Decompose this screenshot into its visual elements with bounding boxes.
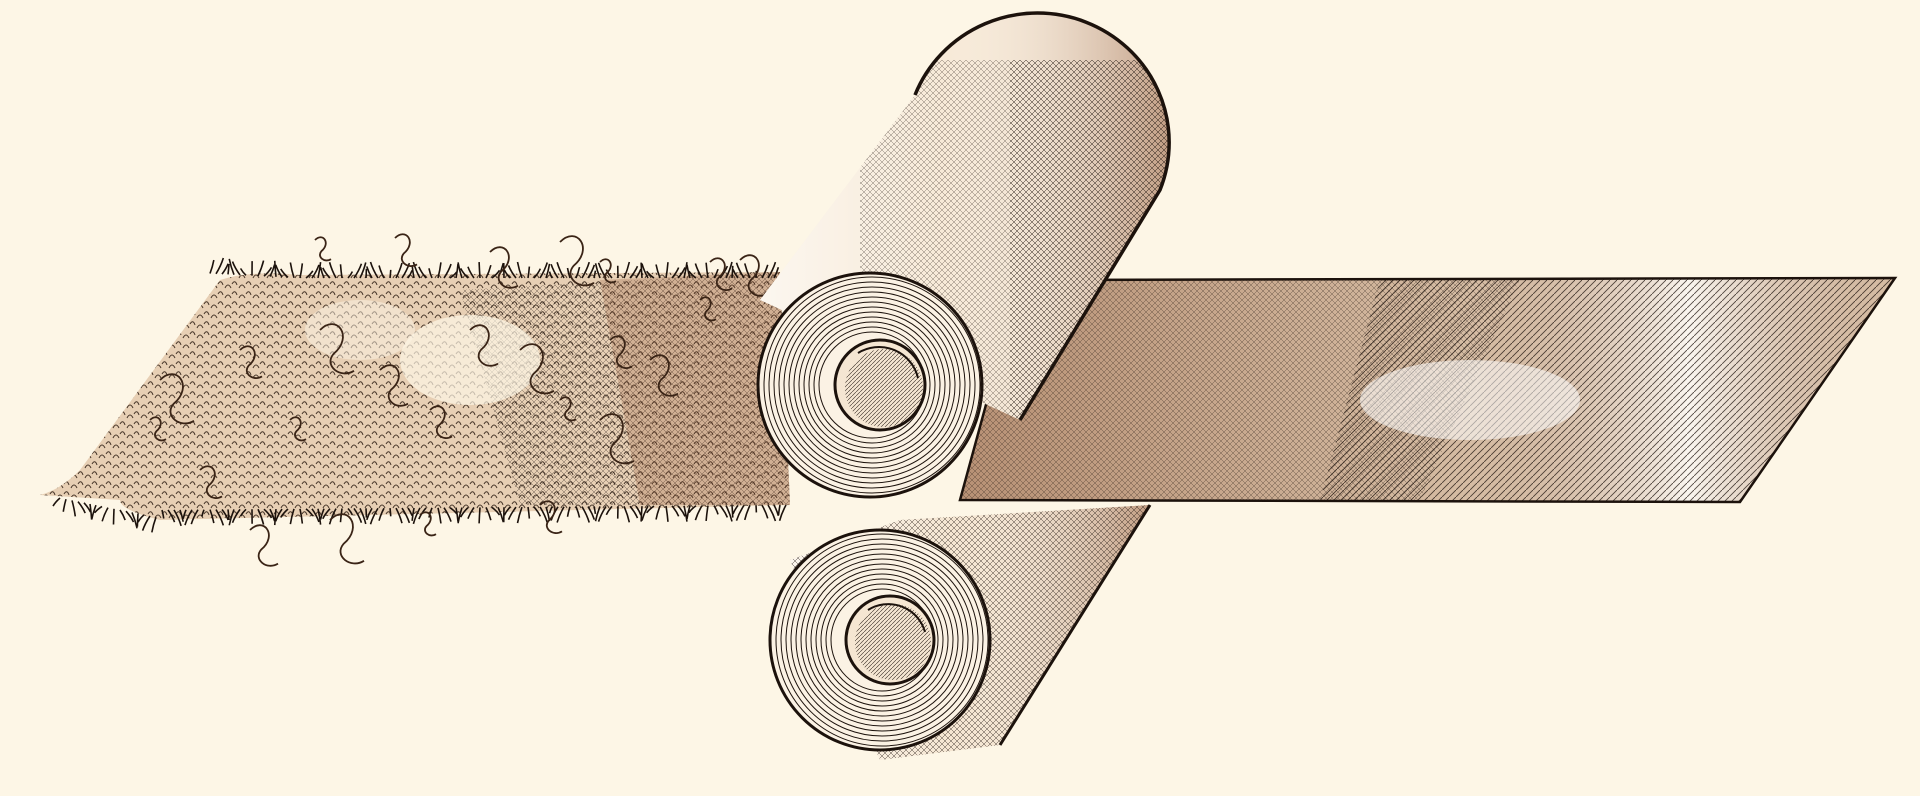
stray-fiber	[699, 296, 717, 322]
roller-ring	[788, 301, 956, 469]
stray-fiber	[649, 354, 679, 397]
stray-fiber	[489, 246, 519, 289]
stray-fiber	[314, 236, 332, 262]
roller-ring	[803, 316, 941, 454]
roller-ring	[768, 281, 976, 489]
roller-ring	[763, 276, 981, 494]
stray-fiber	[559, 235, 595, 287]
stray-fiber	[319, 323, 355, 375]
top-roller	[756, 11, 1171, 499]
stray-fiber	[149, 416, 167, 442]
stray-fiber	[599, 258, 617, 284]
stray-fiber	[739, 254, 769, 297]
roller-ring	[805, 563, 959, 717]
roller-ring	[793, 306, 951, 464]
stray-fiber	[709, 257, 733, 291]
roller-ring	[808, 321, 936, 449]
stray-fiber	[539, 500, 563, 534]
stray-fiber	[329, 513, 365, 565]
roller-ring	[800, 558, 964, 722]
roller-ring	[795, 553, 969, 727]
stray-fiber	[429, 405, 453, 439]
stray-fiber	[249, 524, 279, 567]
stray-fiber	[199, 465, 223, 499]
stray-fiber	[289, 416, 307, 442]
stray-fiber	[239, 345, 263, 379]
roller-ring	[798, 311, 946, 459]
roller-ring	[780, 538, 984, 742]
roller-ring	[820, 578, 944, 702]
stray-fiber	[394, 233, 418, 267]
stray-fiber	[559, 396, 577, 422]
stray-fiber	[519, 343, 555, 395]
roller-ring	[785, 543, 979, 737]
roller-ring	[813, 326, 931, 444]
roller-ring	[825, 583, 939, 697]
roller-ring	[783, 296, 961, 474]
roller-ring	[775, 533, 989, 747]
roller-ring	[810, 568, 954, 712]
stray-fiber	[379, 364, 409, 407]
stray-fiber	[159, 373, 195, 425]
fiber-sheet	[40, 233, 790, 567]
stray-fiber	[599, 413, 635, 465]
stray-fiber	[469, 324, 499, 367]
roller-ring	[773, 286, 971, 484]
roller-ring	[790, 548, 974, 732]
roller-ring	[778, 291, 966, 479]
roller-ring	[815, 573, 949, 707]
flattened-sheet	[958, 276, 1898, 504]
stray-fiber	[419, 511, 437, 537]
stray-fiber	[609, 335, 633, 369]
